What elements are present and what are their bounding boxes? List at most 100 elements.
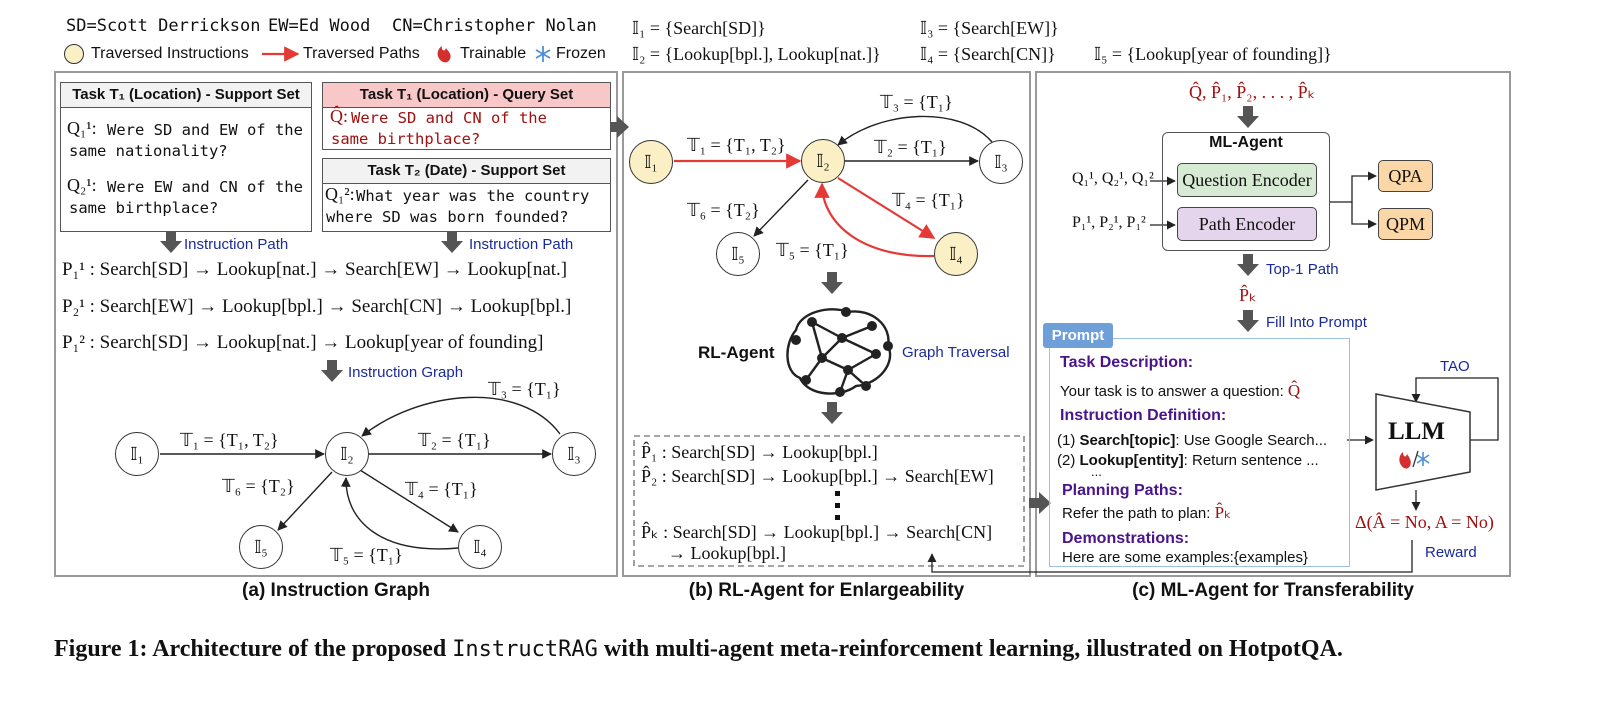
instruction-set-i5: 𝕀₅ = {Lookup[year of founding]} bbox=[1094, 44, 1332, 64]
support-q1-label: Q₁¹: bbox=[67, 118, 97, 138]
figure-caption-prefix: Figure 1: Architecture of the proposed bbox=[54, 636, 453, 662]
traversed-node-legend-icon bbox=[64, 44, 84, 64]
graph-b-edge-t4: 𝕋₄ = {T₁} bbox=[892, 190, 965, 210]
instruction-graph-label: Instruction Graph bbox=[348, 364, 464, 381]
instr1-desc: : Use Google Search... bbox=[1175, 432, 1328, 449]
path-encoder: Path Encoder bbox=[1177, 207, 1317, 241]
graph-b-edges bbox=[674, 115, 993, 258]
ml-agent-box bbox=[1162, 132, 1330, 251]
caption-b: (b) RL-Agent for Enlargeability bbox=[688, 580, 965, 601]
figure-caption-suffix: with multi-agent meta-reinforcement lear… bbox=[597, 636, 1343, 662]
caption-a: (a) Instruction Graph bbox=[242, 580, 430, 601]
llm-label: LLM bbox=[1388, 418, 1445, 445]
panel-a-flow-arrows bbox=[160, 231, 463, 382]
graph-a-edge-t5: 𝕋₅ = {T₁} bbox=[330, 545, 403, 565]
graph-b-node-i5: 𝕀₅ bbox=[716, 232, 760, 276]
rl-agent-label: RL-Agent bbox=[698, 343, 775, 362]
panel-b-flow-arrows bbox=[607, 116, 1051, 514]
instruction-path-label-left: Instruction Path bbox=[184, 236, 289, 253]
task2-q-label: Q₁²: bbox=[325, 184, 355, 204]
panel-c-lines bbox=[927, 171, 1499, 573]
reward-label: Reward bbox=[1425, 544, 1477, 561]
prompt-tag: Prompt bbox=[1043, 323, 1113, 348]
support-set-t1-title: Task T₁ (Location) - Support Set bbox=[61, 83, 311, 108]
graph-b-node-i4: 𝕀₄ bbox=[934, 232, 978, 276]
task-description-text: Your task is to answer a question: bbox=[1060, 383, 1288, 400]
instr2-prefix: (2) bbox=[1057, 452, 1080, 469]
tao-label: TAO bbox=[1440, 358, 1470, 375]
instruction-definition-1: (1) Search[topic]: Use Google Search... bbox=[1057, 432, 1327, 449]
question-encoder: Question Encoder bbox=[1177, 163, 1317, 197]
graph-b-edge-t2: 𝕋₂ = {T₁} bbox=[874, 137, 947, 157]
figure-caption-name: InstructRAG bbox=[452, 637, 598, 662]
candidate-path-k: P̂ₖ : Search[SD] → Lookup[bpl.] → Search… bbox=[641, 522, 993, 542]
planning-paths-text: Refer the path to plan: bbox=[1062, 505, 1215, 522]
instruction-definition-2: (2) Lookup[entity]: Return sentence ... bbox=[1057, 452, 1319, 469]
panel-instruction-graph bbox=[54, 71, 618, 577]
llm-block bbox=[1375, 393, 1471, 491]
panel-ml-agent bbox=[1035, 71, 1511, 577]
task-description-q: Q̂ bbox=[1287, 381, 1301, 400]
task-description-line: Your task is to answer a question: Q̂ bbox=[1060, 381, 1300, 401]
task2-q-text: What year was the country where SD was b… bbox=[326, 187, 590, 226]
candidate-paths-box bbox=[633, 435, 1025, 567]
abbreviation-cn: CN=Christopher Nolan bbox=[392, 16, 597, 36]
graph-a-node-i5: 𝕀₅ bbox=[239, 525, 283, 569]
graph-a-edge-t6: 𝕋₆ = {T₂} bbox=[222, 476, 295, 496]
llm-snowflake-icon bbox=[1416, 452, 1430, 466]
graph-a-node-i1: 𝕀₁ bbox=[115, 432, 159, 476]
legend-frozen: Frozen bbox=[556, 45, 606, 62]
panel-rl-agent bbox=[622, 71, 1031, 577]
graph-b-edge-t3: 𝕋₃ = {T₁} bbox=[880, 92, 953, 112]
llm-slash bbox=[1412, 450, 1419, 468]
query-set-title: Task T₁ (Location) - Query Set bbox=[323, 83, 610, 108]
graph-a-edge-t1: 𝕋₁ = {T₁, T₂} bbox=[180, 430, 279, 450]
caption-c: (c) ML-Agent for Transferability bbox=[1132, 580, 1414, 601]
demonstrations-title: Demonstrations: bbox=[1062, 530, 1190, 547]
ml-inputs-top: Q̂, P̂₁, P̂₂, . . . , P̂ₖ bbox=[1189, 82, 1316, 102]
path-inputs: P₁¹, P₂¹, P₁² bbox=[1072, 214, 1146, 231]
support-q1-text: Were SD and EW of the same nationality? bbox=[69, 121, 303, 160]
task-description-title: Task Description: bbox=[1060, 354, 1194, 371]
candidate-path-1: P̂₁ : Search[SD] → Lookup[bpl.] bbox=[641, 442, 878, 462]
graph-a-node-i4: 𝕀₄ bbox=[458, 525, 502, 569]
ml-agent-title: ML-Agent bbox=[1209, 134, 1283, 151]
graph-a-edge-t4: 𝕋₄ = {T₁} bbox=[405, 479, 478, 499]
graph-b-edge-t5: 𝕋₅ = {T₁} bbox=[776, 240, 849, 260]
legend-traversed-instructions: Traversed Instructions bbox=[91, 45, 249, 62]
instruction-path-p21: P₂¹ : Search[EW] → Lookup[bpl.] → Search… bbox=[62, 296, 572, 317]
flame-icon bbox=[437, 46, 451, 63]
instruction-definition-title: Instruction Definition: bbox=[1060, 407, 1227, 424]
graph-b-node-i2: 𝕀₂ bbox=[801, 139, 845, 183]
query-text: Were SD and CN of the same birthplace? bbox=[331, 109, 547, 148]
candidate-path-2: P̂₂ : Search[SD] → Lookup[bpl.] → Search… bbox=[641, 466, 994, 486]
top1-path-label: Top-1 Path bbox=[1266, 261, 1339, 278]
support-q2-label: Q₂¹: bbox=[67, 175, 97, 195]
llm-flame-icon bbox=[1399, 452, 1411, 469]
graph-b-node-i3: 𝕀₃ bbox=[979, 140, 1023, 184]
query-label: Q̂: bbox=[330, 106, 348, 126]
abbreviation-sd: SD=Scott Derrickson bbox=[66, 16, 261, 36]
demonstrations-text: Here are some examples:{examples} bbox=[1062, 549, 1308, 566]
instruction-set-i3: 𝕀₃ = {Search[EW]} bbox=[920, 18, 1059, 38]
instruction-path-p11: P₁¹ : Search[SD] → Lookup[nat.] → Search… bbox=[62, 259, 568, 280]
instruction-path-label-right: Instruction Path bbox=[469, 236, 574, 253]
graph-a-edge-t3: 𝕋₃ = {T₁} bbox=[488, 379, 561, 399]
network-nodes bbox=[791, 307, 893, 397]
fill-into-prompt-label: Fill Into Prompt bbox=[1266, 314, 1367, 331]
instruction-definition-more: ... bbox=[1091, 464, 1102, 479]
instr2-desc: : Return sentence ... bbox=[1183, 452, 1319, 469]
panel-c-flow-arrows bbox=[1237, 106, 1259, 332]
graph-b-node-i1: 𝕀₁ bbox=[629, 140, 673, 184]
graph-traversal-label: Graph Traversal bbox=[902, 344, 1010, 361]
planning-paths-title: Planning Paths: bbox=[1062, 482, 1183, 499]
instruction-set-i1: 𝕀₁ = {Search[SD]} bbox=[632, 18, 766, 38]
graph-a-edges bbox=[160, 396, 561, 550]
graph-a-node-i2: 𝕀₂ bbox=[325, 432, 369, 476]
graph-a-node-i3: 𝕀₃ bbox=[552, 432, 596, 476]
planning-paths-pk: P̂ₖ bbox=[1214, 503, 1232, 522]
graph-a-edge-t2: 𝕋₂ = {T₁} bbox=[418, 430, 491, 450]
support-q2-text: Were EW and CN of the same birthplace? bbox=[69, 178, 303, 217]
reward-delta: Δ(Â = No, A = No) bbox=[1355, 512, 1494, 532]
